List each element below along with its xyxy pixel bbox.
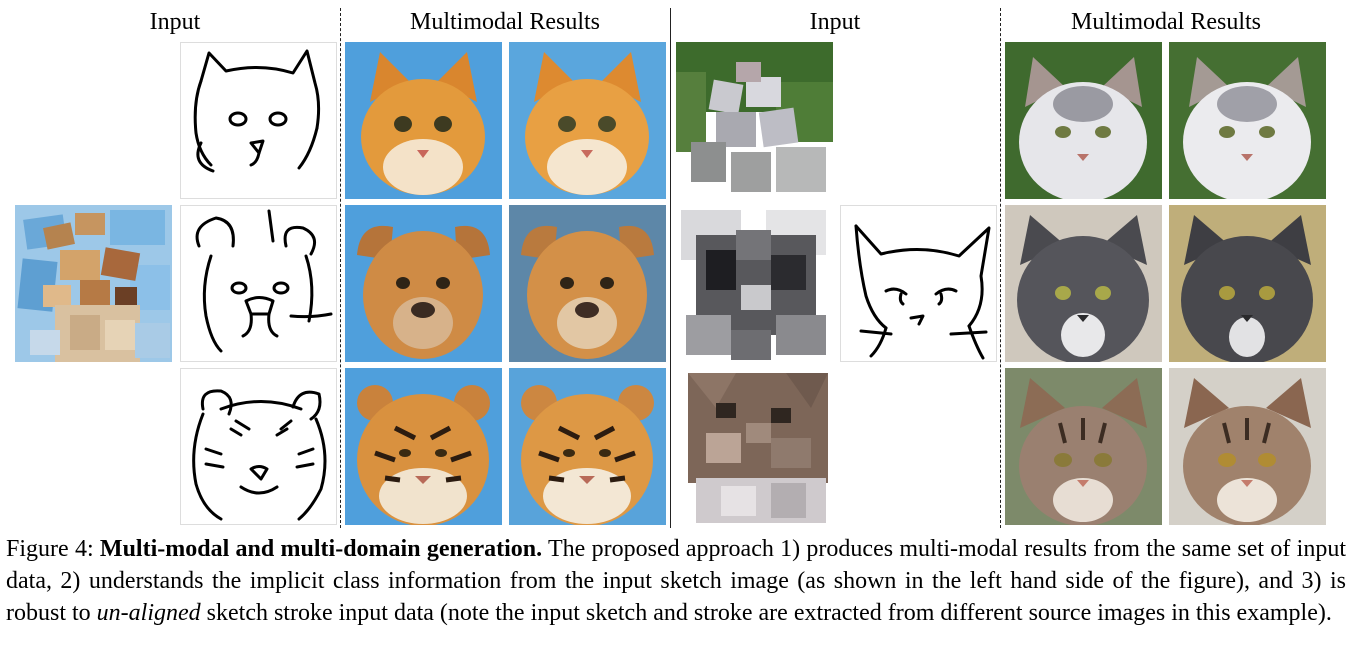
result-white-grey-cat-1: [1005, 42, 1162, 199]
cat-sketch-input: [180, 42, 337, 199]
tiger-sketch-input: [180, 368, 337, 525]
caption-label: Figure 4:: [6, 536, 94, 562]
header-right-input: Input: [809, 9, 861, 35]
result-tabby-cat-2: [1169, 368, 1326, 525]
stroke-input-right-3: [676, 368, 833, 525]
result-tabby-cat-1: [1005, 368, 1162, 525]
caption-text-1: The proposed approach 1) produces multi-…: [6, 536, 1346, 626]
result-white-grey-cat-2: [1169, 42, 1326, 199]
caption-italic-term: un-aligned: [96, 600, 201, 626]
stroke-input-right-2: [676, 205, 833, 362]
stroke-input-left: [15, 205, 172, 362]
separator-dashed-left: [340, 8, 341, 528]
caption-text-2: sketch stroke input data (note the input…: [206, 600, 1332, 626]
separator-solid-center: [670, 8, 671, 528]
separator-dashed-right: [1000, 8, 1001, 528]
header-right-results: Multimodal Results: [1070, 9, 1261, 35]
stroke-input-right-1: [676, 42, 833, 199]
result-dark-grey-cat-1: [1005, 205, 1162, 362]
header-left-results: Multimodal Results: [409, 9, 600, 35]
cat-sketch-unaligned-input: [840, 205, 997, 362]
result-tiger-1: [345, 368, 502, 525]
result-orange-cat-2: [509, 42, 666, 199]
caption-title: Multi-modal and multi-domain generation.: [99, 536, 543, 562]
result-brown-dog-2: [509, 205, 666, 362]
dog-sketch-input: [180, 205, 337, 362]
header-left-input: Input: [149, 9, 201, 35]
figure-caption: Figure 4: Multi-modal and multi-domain g…: [6, 533, 1346, 629]
figure-4: Input Multimodal Results Input Multimoda…: [15, 8, 1326, 528]
result-orange-cat-1: [345, 42, 502, 199]
result-brown-dog-1: [345, 205, 502, 362]
result-dark-grey-cat-2: [1169, 205, 1326, 362]
result-tiger-2: [509, 368, 666, 525]
